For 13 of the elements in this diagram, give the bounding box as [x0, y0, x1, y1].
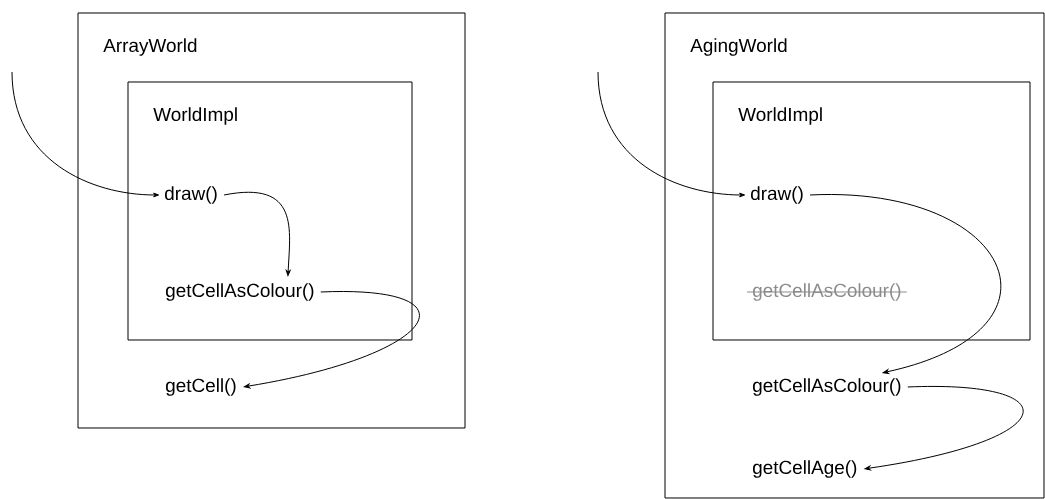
- arrow: [864, 386, 1024, 471]
- arrow: [223, 192, 291, 277]
- method-label: getCellAge(): [753, 460, 857, 478]
- method-label: getCellAsColour(): [753, 378, 901, 396]
- method-label: draw(): [751, 186, 803, 204]
- method-label: getCellAsColour(): [166, 283, 314, 301]
- method-label: draw(): [165, 186, 217, 204]
- method-label: getCell(): [166, 378, 236, 396]
- arrow: [11, 71, 160, 198]
- arrow: [809, 194, 1002, 374]
- struck-text: getCellAsColour(): [746, 283, 908, 301]
- arrow: [243, 291, 420, 389]
- arrow: [597, 71, 746, 198]
